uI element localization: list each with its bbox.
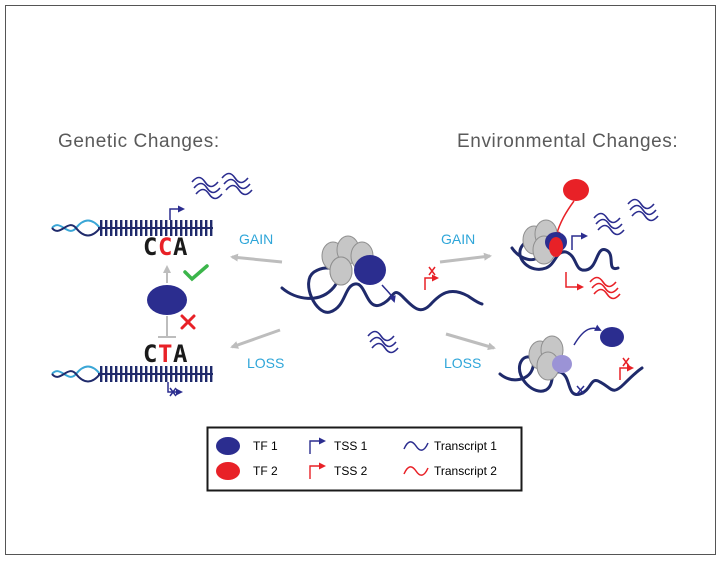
legend-tss2-label: TSS 2 [334, 464, 368, 478]
legend-tss1-label: TSS 1 [334, 439, 368, 453]
center-chromatin [280, 235, 484, 314]
legend-transcript2-label: Transcript 2 [434, 464, 497, 478]
label-gain-left: GAIN [239, 231, 273, 247]
legend-tf2-label: TF 2 [253, 464, 278, 478]
tss2-arrow-center [424, 274, 439, 290]
arrow-loss-right [445, 332, 496, 351]
seq-bottom-c3: A [173, 340, 188, 368]
legend-transcript2-icon [403, 466, 429, 476]
tf1-site-empty [552, 355, 572, 373]
tf1-released [600, 327, 624, 347]
tss1-arrow-center [381, 284, 396, 303]
arrow-gain-right [439, 252, 492, 264]
legend-transcript1-label: Transcript 1 [434, 439, 497, 453]
legend-tf1-label: TF 1 [253, 439, 278, 453]
loss-chromatin [498, 335, 644, 396]
tss2-arrow-gain [565, 272, 584, 291]
legend: TF 1 TF 2 TSS 1 TSS 2 Transcript 1 Trans… [206, 426, 523, 492]
tf2-bound [549, 237, 563, 257]
dna-bottom [51, 365, 213, 383]
seq-top-c3: A [173, 233, 188, 261]
cross-icon [180, 314, 196, 330]
label-loss-right: LOSS [444, 355, 481, 371]
gain-chromatin [510, 219, 620, 272]
check-icon [183, 264, 209, 282]
tss1-arrow-blocked [167, 382, 183, 396]
arrow-loss-left [230, 328, 281, 349]
legend-tss2-icon [309, 462, 326, 479]
genetic-changes-heading: Genetic Changes: [58, 131, 220, 152]
seq-bottom-c1: C [143, 340, 157, 368]
legend-tf2-swatch [216, 462, 240, 480]
tss1-blocked-loss [576, 385, 585, 395]
tf2-free [563, 179, 589, 201]
label-gain-right: GAIN [441, 231, 475, 247]
seq-top-c1: C [143, 233, 157, 261]
tss2-arrow-loss [619, 364, 634, 380]
legend-tf1-swatch [216, 437, 240, 455]
tf1-center [354, 255, 386, 285]
environmental-changes-heading: Environmental Changes: [457, 131, 678, 152]
legend-tss1-icon [309, 437, 326, 454]
arrow-gain-left [230, 253, 283, 264]
dna-top [51, 219, 213, 237]
tf1-genetic [147, 285, 187, 315]
seq-top-c2: C [158, 233, 172, 261]
label-loss-left: LOSS [247, 355, 284, 371]
tss1-arrow-top [169, 205, 185, 220]
tss1-arrow-gain [571, 232, 588, 250]
seq-bottom-c2: T [158, 340, 172, 368]
legend-transcript1-icon [403, 441, 429, 451]
